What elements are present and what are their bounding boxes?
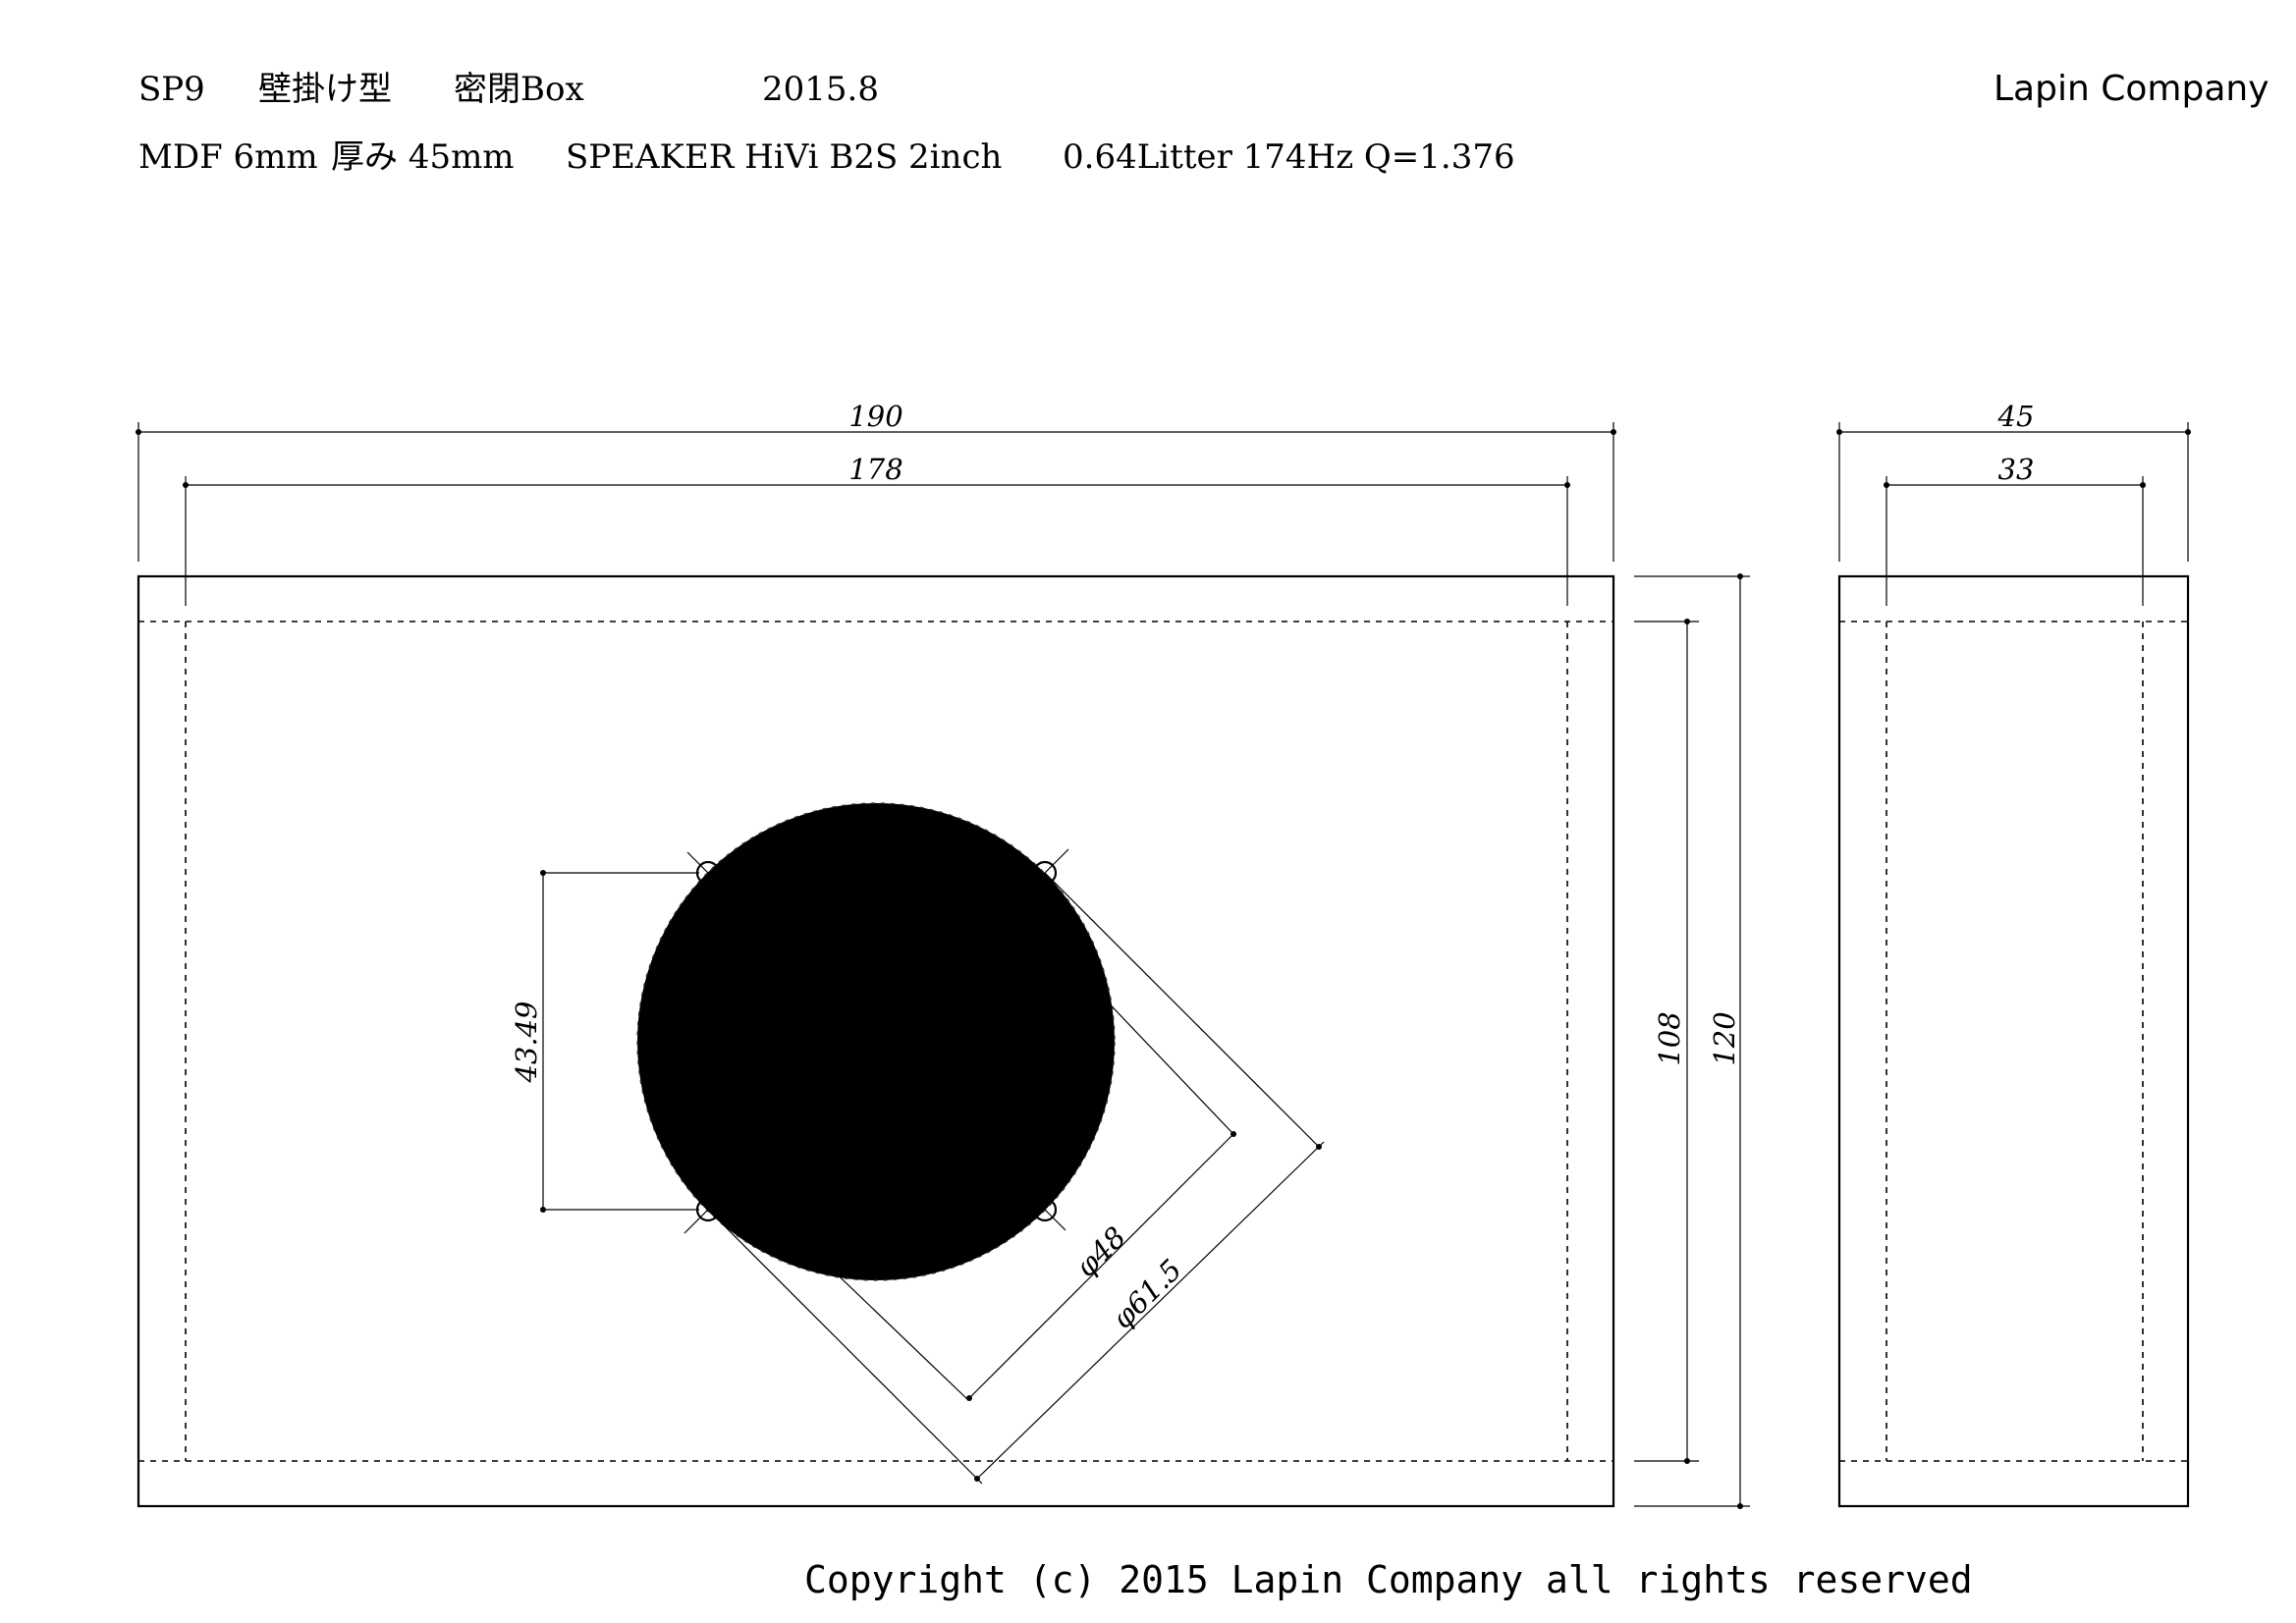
spec-label: 0.64Litter 174Hz Q=1.376 [1063, 137, 1515, 177]
side-outer-width-label: 45 [1997, 400, 2035, 433]
type-label: 壁掛け型 [258, 70, 392, 109]
mounting-hole-bottom-right [1032, 1197, 1058, 1222]
front-outer-width-dimension: 190 [136, 400, 1616, 562]
hole-spacing-dimension: 43.49 [510, 870, 699, 1213]
side-outer-width-dimension: 45 [1836, 400, 2191, 562]
outer-height-dimension: 120 [1634, 573, 1750, 1509]
front-view: 43.49 φ48 φ61.5 190 [136, 400, 1750, 1509]
hole-spacing-label: 43.49 [510, 1001, 543, 1083]
thickness-label: 厚み 45mm [331, 137, 515, 177]
front-inner-width-dimension: 178 [183, 453, 1570, 606]
company-label: Lapin Company [1994, 69, 2269, 109]
material-label: MDF 6mm [138, 137, 318, 177]
side-view: 45 33 [1836, 400, 2191, 1508]
date-label: 2015.8 [762, 70, 879, 109]
front-inner-width-label: 178 [848, 453, 902, 486]
mounting-holes [683, 848, 1069, 1234]
front-outer-outline [137, 574, 1615, 1508]
copyright-text: Copyright (c) 2015 Lapin Company all rig… [804, 1558, 1973, 1601]
driver-cutout [687, 853, 1065, 1230]
outer-height-label: 120 [1708, 1011, 1741, 1065]
inner-height-label: 108 [1653, 1011, 1686, 1065]
front-outer-width-label: 190 [848, 400, 902, 433]
bolt-circle-label: φ61.5 [1106, 1253, 1188, 1335]
enclosure-label: 密閉Box [454, 70, 584, 109]
driver-diameter-label: φ48 [1069, 1220, 1133, 1284]
speaker-label: SPEAKER HiVi B2S 2inch [566, 137, 1002, 177]
mounting-hole-top-right [1032, 860, 1058, 886]
side-inner-width-label: 33 [1998, 453, 2035, 486]
side-outer-outline [1837, 574, 2190, 1508]
model-label: SP9 [138, 70, 205, 109]
inner-height-dimension: 108 [1634, 619, 1699, 1464]
side-inner-width-dimension: 33 [1884, 453, 2146, 606]
